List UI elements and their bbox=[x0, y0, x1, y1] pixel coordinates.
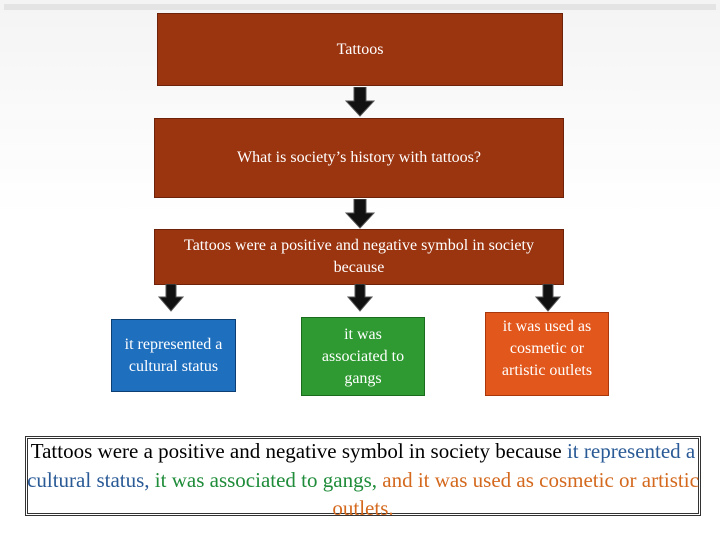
summary-reason-cosmetic: it was used as cosmetic or artistic outl… bbox=[332, 467, 699, 521]
question-box: What is society’s history with tattoos? bbox=[154, 118, 564, 198]
reason-label: it represented a cultural status bbox=[124, 335, 223, 375]
reason-label: it was associated to gangs bbox=[321, 325, 405, 387]
summary-connector: and bbox=[382, 467, 413, 492]
reason-label: it was used as cosmetic or artistic outl… bbox=[501, 318, 593, 379]
summary-paragraph: Tattoos were a positive and negative sym… bbox=[25, 437, 701, 523]
down-arrow-icon bbox=[345, 87, 375, 117]
reason-box-cosmetic: it was used as cosmetic or artistic outl… bbox=[485, 312, 609, 396]
reason-box-cultural-status: it represented a cultural status bbox=[111, 319, 236, 392]
summary-reason-gangs: it was associated to gangs, bbox=[154, 467, 377, 492]
down-arrow-icon bbox=[535, 284, 561, 312]
thesis-box: Tattoos were a positive and negative sym… bbox=[154, 229, 564, 285]
thesis-label: Tattoos were a positive and negative sym… bbox=[184, 237, 534, 276]
down-arrow-icon bbox=[345, 199, 375, 229]
summary-intro: Tattoos were a positive and negative sym… bbox=[30, 439, 562, 463]
topic-label: Tattoos bbox=[336, 40, 384, 58]
down-arrow-icon bbox=[347, 284, 373, 312]
reason-box-gangs: it was associated to gangs bbox=[301, 317, 425, 396]
slide-frame-bar bbox=[4, 4, 716, 10]
summary-frame bbox=[25, 436, 701, 516]
summary-reason-cultural: it represented a cultural status, bbox=[27, 439, 696, 492]
down-arrow-icon bbox=[158, 284, 184, 312]
question-label: What is society’s history with tattoos? bbox=[237, 149, 481, 166]
topic-box: Tattoos bbox=[157, 13, 563, 86]
